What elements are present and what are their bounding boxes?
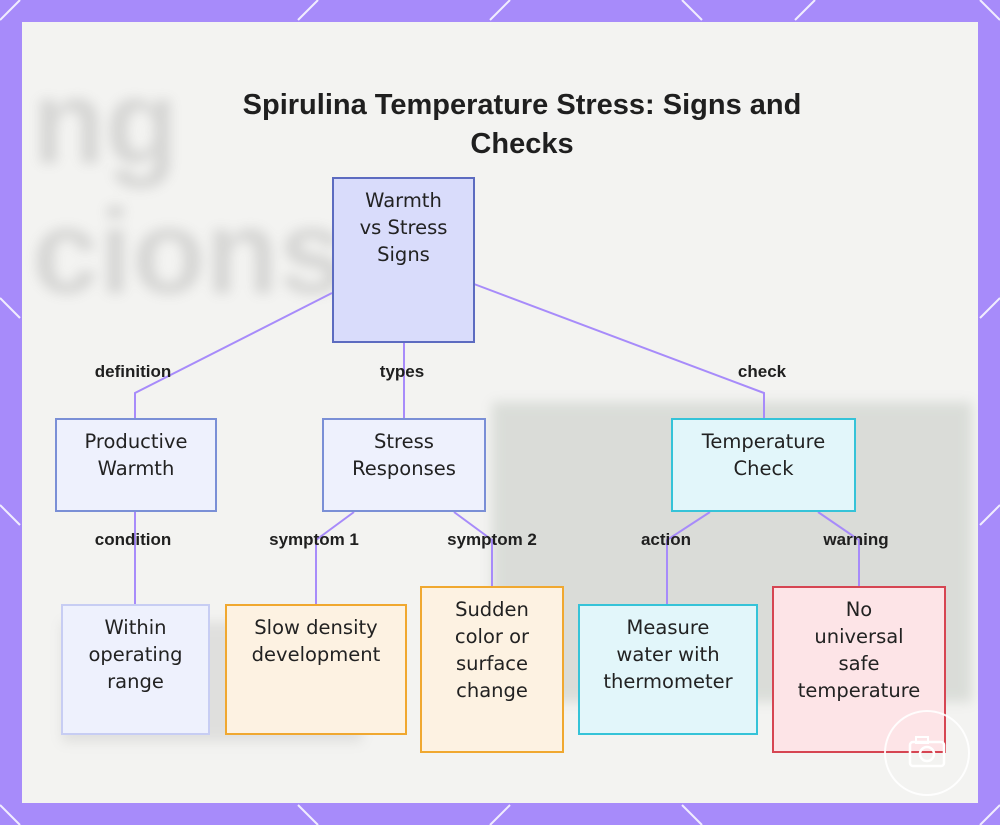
- edge-check: [473, 283, 765, 418]
- edge-definition: [134, 292, 333, 418]
- edge-label-warning: warning: [823, 530, 889, 549]
- edge-label-symptom-1: symptom 1: [269, 530, 359, 549]
- node-temperature-check: Temperature Check: [671, 418, 856, 512]
- edge-label-definition: definition: [94, 362, 172, 381]
- diagram-title: Spirulina Temperature Stress: Signs and …: [242, 89, 802, 160]
- diagram-card: ng cions: [22, 22, 978, 803]
- edge-symptom2: [453, 511, 493, 586]
- edge-warning: [817, 511, 860, 586]
- node-stress-responses: Stress Responses: [322, 418, 486, 512]
- node-root: Warmth vs Stress Signs: [332, 177, 475, 343]
- edge-label-types: types: [379, 362, 425, 381]
- edge-action: [666, 511, 711, 604]
- node-measure-water: Measure water with thermometer: [578, 604, 758, 735]
- node-productive-warmth: Productive Warmth: [55, 418, 217, 512]
- edge-label-action: action: [640, 530, 692, 549]
- edge-label-condition: condition: [94, 530, 172, 549]
- camera-logo-icon: [884, 710, 970, 796]
- node-sudden-change: Sudden color or surface change: [420, 586, 564, 753]
- node-within-range: Within operating range: [61, 604, 210, 735]
- edge-symptom1: [315, 511, 355, 604]
- edge-label-symptom-2: symptom 2: [447, 530, 537, 549]
- edge-label-check: check: [737, 362, 787, 381]
- node-slow-density: Slow density development: [225, 604, 407, 735]
